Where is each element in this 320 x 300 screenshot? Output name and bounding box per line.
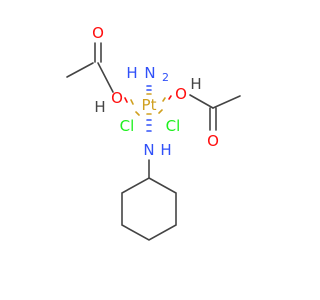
- bond-methyl-carbon-left: [66, 62, 94, 78]
- atom-platinum: Pt: [142, 96, 157, 114]
- atom-oxygen-right: O: [175, 85, 187, 103]
- bond-oxygen-carbon-right: [189, 94, 214, 109]
- hash-bond-pt-nh: [146, 113, 152, 132]
- bond-carbon-oxygen-left: [97, 62, 114, 93]
- left-acetate-bonds: [66, 42, 114, 93]
- hash-bond-pt-oxygen-left: [124, 97, 134, 105]
- subscript-nh2: 2: [162, 71, 169, 84]
- atom-hydrogen-nh2: H: [126, 64, 137, 82]
- hash-bond-pt-cl-right: [158, 109, 163, 114]
- atom-oxygen-left: O: [111, 89, 123, 107]
- atom-hydrogen-nh: H: [160, 141, 171, 159]
- atom-chlorine-left: Cl: [120, 117, 135, 135]
- atom-chlorine-right: Cl: [166, 117, 181, 135]
- hash-bond-pt-nh2: [146, 85, 152, 95]
- atom-nitrogen-nh2: N: [144, 64, 155, 82]
- atom-hydrogen-right: H: [190, 75, 201, 93]
- atom-oxygen-carbonyl-left: O: [92, 24, 104, 42]
- molecule-structure: O H N 2 O H Pt O H Cl Cl O N H: [66, 24, 241, 241]
- atom-hydrogen-left: H: [94, 98, 105, 116]
- atom-oxygen-carbonyl-right: O: [207, 132, 219, 150]
- atom-labels: O H N 2 O H Pt O H Cl Cl O N H: [92, 24, 219, 159]
- platinum-hashed-bonds: [124, 85, 172, 132]
- atom-nitrogen-nh: N: [143, 141, 154, 159]
- hash-bond-pt-cl-left: [135, 111, 140, 116]
- hash-bond-pt-oxygen-right: [162, 95, 172, 102]
- bond-carbon-methyl-right: [212, 95, 241, 109]
- cyclohexane-ring: [121, 177, 177, 241]
- right-acetate-bonds: [189, 94, 241, 131]
